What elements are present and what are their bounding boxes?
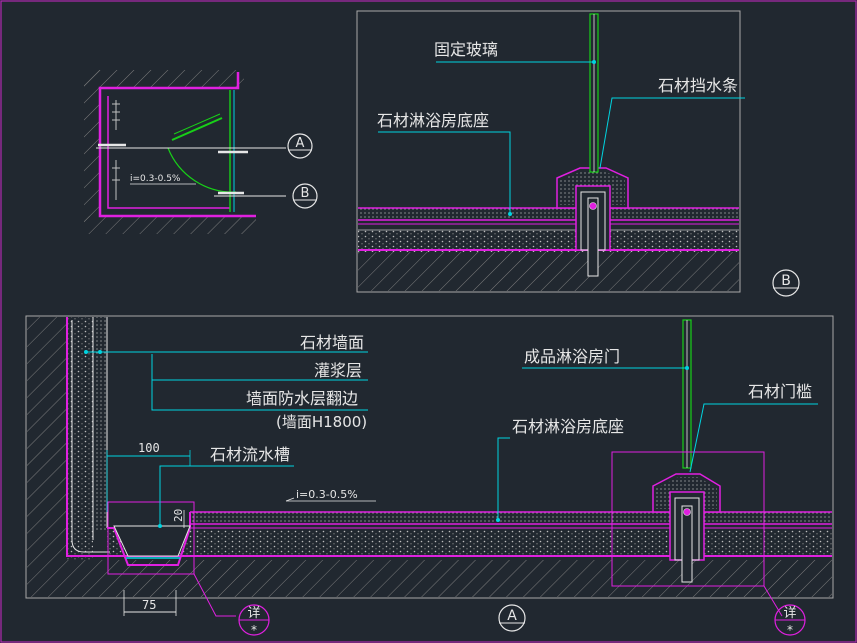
label-wall-height: (墙面H1800) (276, 413, 367, 431)
plan-bottom-wall (84, 216, 256, 234)
plan-room (100, 88, 236, 216)
detail-a-gutter (107, 512, 191, 566)
label-stone-gutter: 石材流水槽 (210, 445, 290, 464)
callout-box-right (611, 451, 765, 587)
label-stone-water-strip: 石材挡水条 (658, 76, 738, 95)
svg-text:B: B (301, 186, 310, 201)
plan-door-arc (167, 147, 237, 193)
plan-inner-liner (107, 96, 230, 209)
label-stone-base-b: 石材淋浴房底座 (377, 111, 489, 130)
svg-text:A: A (296, 136, 305, 151)
plan-liner (98, 72, 256, 218)
label-stone-base-a: 石材淋浴房底座 (512, 417, 624, 436)
detail-a-stone-base (190, 512, 832, 524)
detail-b-stone-base (358, 208, 739, 220)
detail-a: 100 20 75 i=0.3-0.5% 石材墙面 灌浆层 墙面防水层翻边 (墙… (25, 315, 834, 637)
dim-20: 20 (172, 509, 185, 522)
plan-top-wall (84, 70, 244, 88)
label-grout-layer: 灌浆层 (314, 361, 362, 380)
detail-a-frame (25, 315, 834, 599)
label-stone-threshold: 石材门槛 (748, 382, 812, 401)
dim-100: 100 (138, 441, 160, 455)
detail-b: 固定玻璃 石材挡水条 石材淋浴房底座 B (356, 10, 800, 297)
plan-view: i=0.3-0.5% A B (84, 70, 318, 234)
plan-door-leaf (171, 117, 223, 141)
svg-text:*: * (787, 623, 793, 637)
svg-text:详: 详 (247, 606, 260, 621)
plan-left-wall (84, 70, 100, 222)
detail-a-slab (67, 560, 832, 597)
detail-a-door-slot (681, 505, 693, 583)
detail-mark-right: 详 * (774, 604, 806, 637)
detail-a-slope: i=0.3-0.5% (296, 488, 358, 501)
plan-door-leaf-2 (173, 113, 221, 135)
label-stone-wall: 石材墙面 (300, 333, 364, 352)
callout-box-left (107, 501, 195, 575)
label-waterproof-upturn: 墙面防水层翻边 (246, 389, 358, 408)
detail-a-marker: A (498, 604, 526, 632)
detail-a-stone-wall (93, 317, 107, 530)
detail-b-glass-slot (587, 197, 599, 277)
svg-text:A: A (507, 608, 517, 624)
label-fixed-glass: 固定玻璃 (434, 40, 498, 59)
detail-b-mortar (358, 230, 739, 252)
plan-marker-b: B (292, 183, 318, 209)
svg-text:*: * (251, 623, 257, 637)
detail-b-marker: B (772, 269, 800, 297)
detail-b-frame (356, 10, 741, 293)
detail-a-wall (27, 317, 67, 597)
label-finished-door: 成品淋浴房门 (524, 347, 620, 366)
svg-text:详: 详 (783, 606, 796, 621)
svg-text:B: B (781, 273, 791, 289)
plan-slope-text: i=0.3-0.5% (130, 174, 181, 184)
detail-a-mortar (107, 530, 832, 556)
detail-a-grout (67, 317, 93, 560)
detail-b-slab (358, 252, 739, 291)
plan-marker-a: A (287, 133, 313, 159)
dim-75: 75 (142, 598, 156, 612)
detail-mark-left: 详 * (238, 604, 270, 637)
